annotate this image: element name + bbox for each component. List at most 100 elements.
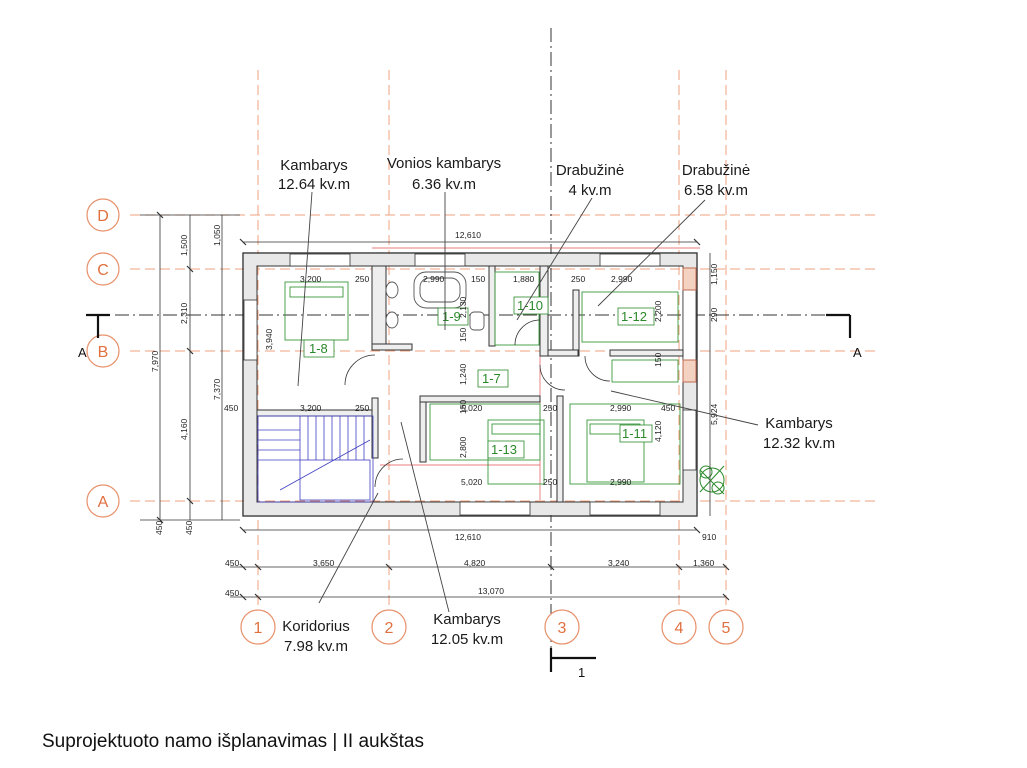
room-name-1-10: Drabužinė [556,162,624,179]
dim-chain: 1,360 [693,558,715,568]
section-label-right: A [853,345,862,360]
dim-label: 5,020 [461,477,483,487]
row-axis-bubbles [86,198,120,518]
dim-left-total: 7,970 [150,350,160,372]
dim-label: 150 [471,274,485,284]
dim-label: 250 [571,274,585,284]
room-name-1-8: Kambarys [280,157,348,174]
room-area-1-11: 12.32 kv.m [763,435,835,452]
room-area-1-7: 7.98 kv.m [284,638,348,655]
room-codes: 1-8 1-9 1-10 1-12 1-11 1-7 1-13 [303,296,655,459]
dim-left-total2: 7,370 [212,378,222,400]
section-markers [86,313,852,672]
dim-label: 2,990 [610,477,632,487]
dim-label: 450 [661,403,675,413]
staircase [257,415,374,503]
dim-right: 1,150 [709,263,719,285]
room-name-1-12: Drabužinė [682,162,750,179]
dim-label: 150 [458,400,468,414]
room-annotations: Kambarys 12.64 kv.m Vonios kambarys 6.36… [278,155,835,655]
dim-left-bottom: 450 [154,521,164,535]
door-swings [344,319,611,488]
dim-label: 250 [543,477,557,487]
dim-top-total: 12,610 [455,230,481,240]
dim-label: 1,240 [458,363,468,385]
axis-label-4: 4 [675,620,684,637]
leader-lines [297,191,759,613]
room-area-1-8: 12.64 kv.m [278,176,350,193]
dim-label: 150 [653,353,663,367]
dim-left-top: 1,050 [212,224,222,246]
dimension-ticks [156,211,730,601]
dim-label: 250 [543,403,557,413]
axis-label-3: 3 [558,620,567,637]
outside-dimension-labels: 12,610 12,610 910 450 3,650 4,820 3,240 … [150,224,719,598]
room-name-1-9: Vonios kambarys [387,155,501,172]
interior-walls [256,265,684,503]
dim-label: 2,800 [458,436,468,458]
dim-label: 2,990 [423,274,445,284]
axis-label-b: B [98,344,109,361]
dim-label: 3,200 [300,403,322,413]
interior-dimensions: 3,200 250 2,990 150 1,880 250 2,990 3,20… [300,274,675,487]
dim-left: 1,500 [179,234,189,256]
room-code-1-8: 1-8 [309,341,328,356]
room-area-1-9: 6.36 kv.m [412,176,476,193]
dim-right: 290 [709,308,719,322]
dim-left-wall: 450 [224,403,238,413]
dim-label: 3,940 [264,328,274,350]
dim-label: 2,130 [458,296,468,318]
room-code-1-13: 1-13 [491,442,517,457]
axis-label-2: 2 [385,620,394,637]
section-labels: A A 1 [78,345,862,680]
room-name-1-13: Kambarys [433,611,501,628]
dim-label: 150 [458,328,468,342]
dim-bottom-inner: 12,610 [455,532,481,542]
dim-label: 250 [355,403,369,413]
dim-label: 250 [355,274,369,284]
section-label-left: A [78,345,87,360]
axis-label-c: C [97,262,109,279]
dim-overall: 450 [225,588,239,598]
dimension-lines [140,214,726,598]
dim-left: 2,310 [179,302,189,324]
col-axis-bubbles [240,609,744,645]
dim-label: 2,990 [610,403,632,413]
axis-label-d: D [97,208,109,225]
axis-label-5: 5 [722,620,731,637]
col-axis-labels: 1 2 3 4 5 [254,620,731,637]
vertical-dimensions: 2,130 150 1,240 150 2,800 2,200 150 4,12… [264,296,663,458]
room-area-1-13: 12.05 kv.m [431,631,503,648]
room-name-1-7: Koridorius [282,618,350,635]
dim-chain: 3,650 [313,558,335,568]
axis-label-1: 1 [254,620,263,637]
dim-left: 4,160 [179,418,189,440]
dim-right: 5,924 [709,403,719,425]
plan-caption: Suprojektuoto namo išplanavimas | II auk… [42,731,424,752]
room-code-1-7: 1-7 [482,371,501,386]
axis-label-a: A [98,494,109,511]
room-area-1-10: 4 kv.m [568,182,611,199]
dim-label: 2,200 [653,300,663,322]
room-code-1-11: 1-11 [622,426,647,441]
dim-label: 2,990 [611,274,633,284]
dim-label: 3,200 [300,274,322,284]
room-area-1-12: 6.58 kv.m [684,182,748,199]
dim-chain: 450 [225,558,239,568]
dim-right-extra: 910 [702,532,716,542]
room-code-1-10: 1-10 [517,298,543,313]
dim-left: 450 [184,521,194,535]
dim-label: 5,020 [461,403,483,413]
row-axis-labels: D C B A [97,208,109,511]
plant-symbol [699,465,725,495]
outer-walls [242,252,698,517]
bathroom-fixtures [385,271,485,331]
dim-chain: 4,820 [464,558,486,568]
dim-label: 4,120 [653,420,663,442]
dim-chain: 3,240 [608,558,630,568]
dim-label: 1,880 [513,274,535,284]
room-code-1-12: 1-12 [621,309,647,324]
section-label-bottom: 1 [578,665,585,680]
room-name-1-11: Kambarys [765,415,833,432]
